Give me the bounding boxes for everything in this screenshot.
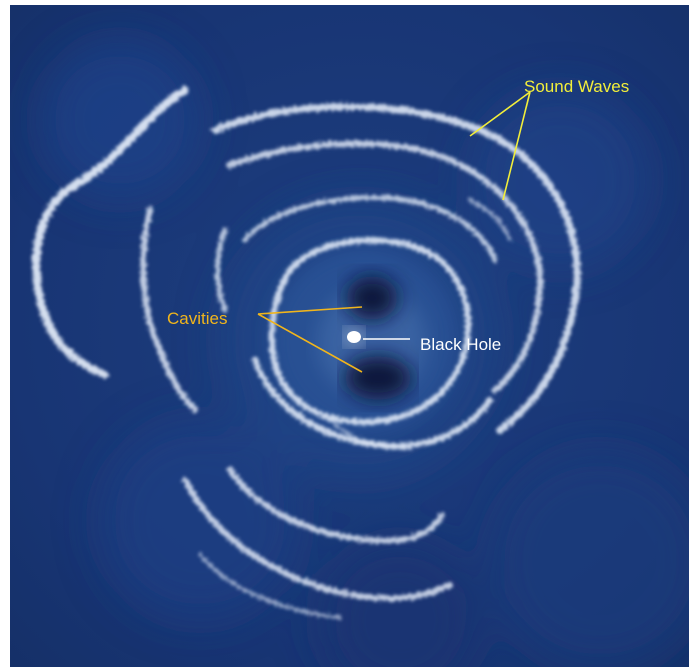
black-hole-label: Black Hole: [420, 335, 502, 354]
cavities-pointer-1: [257, 306, 363, 315]
cavities-label: Cavities: [167, 309, 228, 328]
sound-waves-pointer-1: [469, 91, 531, 137]
black-hole-core: [344, 327, 364, 347]
sound-waves-pointer-2: [502, 91, 531, 201]
sound-waves-label: Sound Waves: [524, 77, 630, 96]
cavities-pointer-2: [257, 313, 363, 373]
sound-wave-ripples: [32, 86, 581, 620]
astronomy-image: Sound Waves Cavities Black Hole: [10, 5, 689, 667]
annotation-lines: [257, 91, 531, 373]
cavities: [344, 276, 412, 400]
perseus-cluster-illustration: [32, 40, 689, 667]
